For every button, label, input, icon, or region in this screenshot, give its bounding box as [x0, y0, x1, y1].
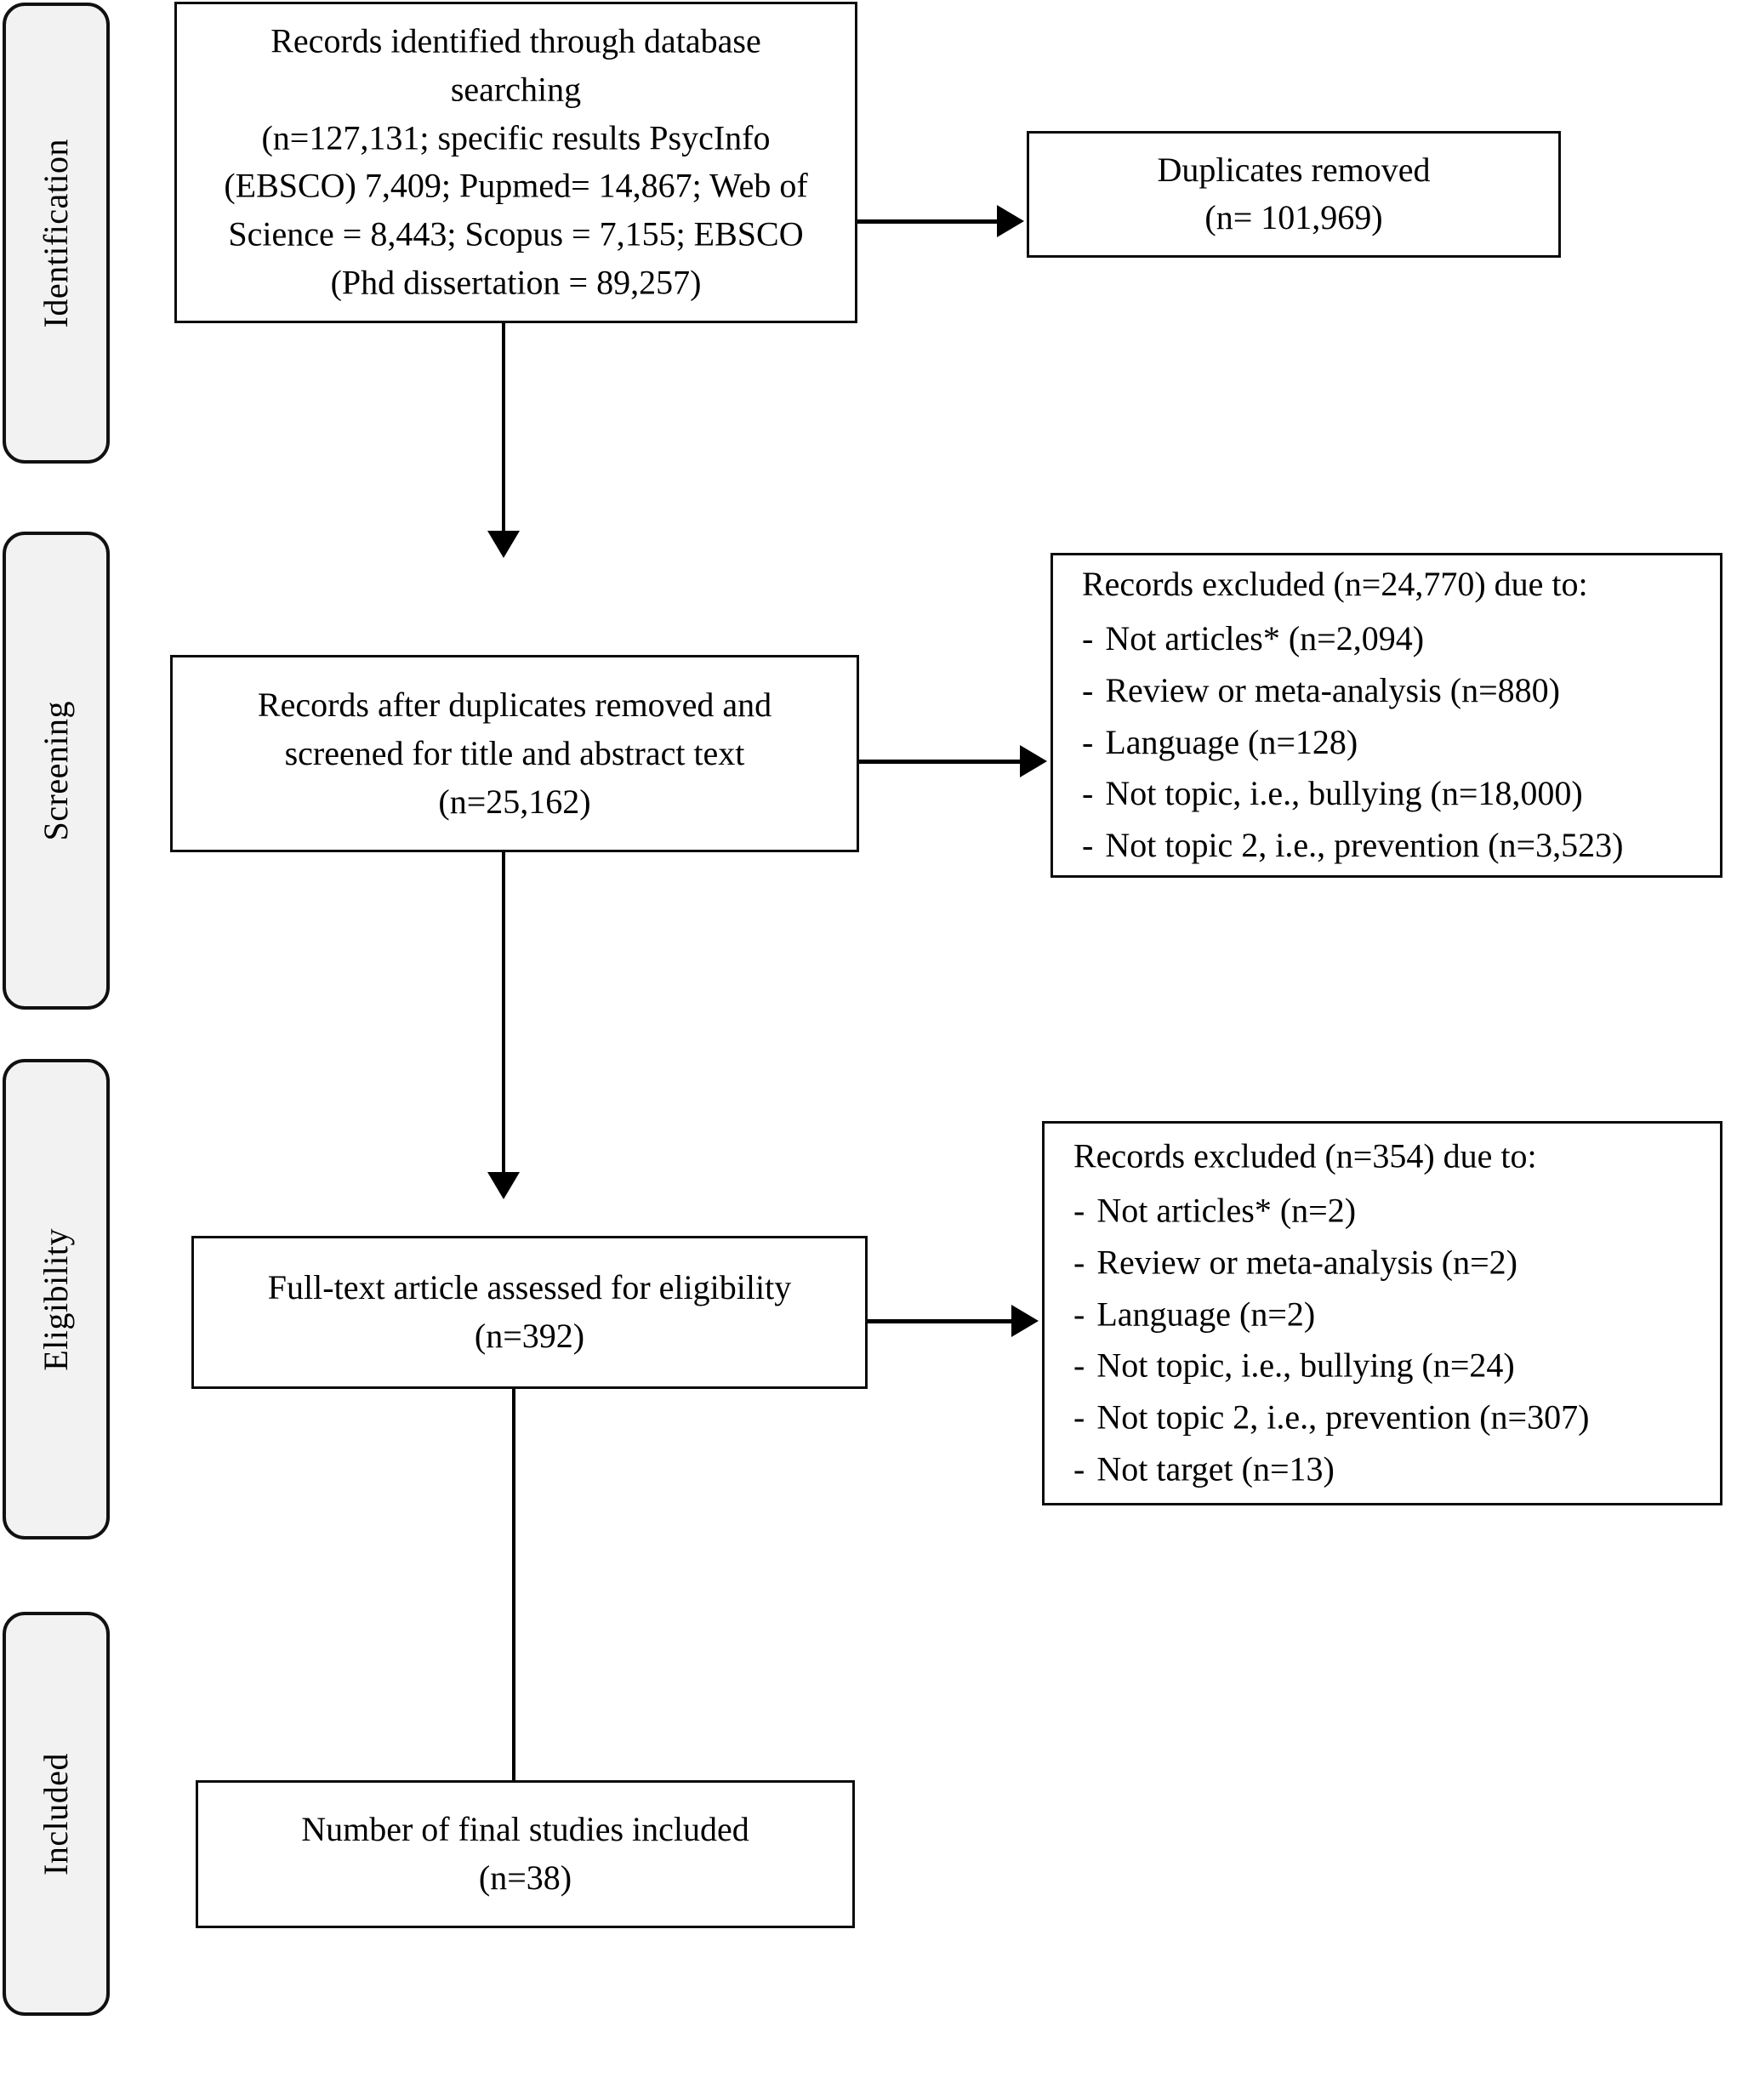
list-item-label: Language (n=2)	[1096, 1295, 1316, 1334]
list-item-label: Not articles* (n=2,094)	[1105, 619, 1425, 658]
stage-tab-identification[interactable]: Identification	[3, 3, 110, 464]
list-item-label: Not articles* (n=2)	[1096, 1191, 1357, 1230]
bullet-dash: -	[1082, 619, 1094, 658]
bullet-dash: -	[1073, 1449, 1085, 1488]
bullet-dash: -	[1082, 670, 1094, 709]
list-item-label: Not topic 2, i.e., prevention (n=3,523)	[1105, 826, 1624, 865]
connector-eligibility-to-excluded-arrowhead	[1011, 1305, 1039, 1337]
list-item: - Review or meta-analysis (n=2)	[1073, 1237, 1691, 1289]
box-records-identified-text: Records identified through database sear…	[224, 21, 808, 302]
list-item-label: Review or meta-analysis (n=880)	[1105, 670, 1560, 709]
connector-screening-to-excluded-line	[859, 760, 1022, 764]
connector-identified-to-screening-line	[502, 323, 505, 534]
connector-eligibility-to-included-line	[512, 1389, 515, 1784]
box-records-after-duplicates: Records after duplicates removed and scr…	[170, 655, 859, 852]
list-item: - Not target (n=13)	[1073, 1444, 1691, 1496]
list-item: - Not topic, i.e., bullying (n=18,000)	[1082, 768, 1691, 820]
list-item-label: Review or meta-analysis (n=2)	[1096, 1243, 1517, 1282]
bullet-dash: -	[1073, 1295, 1085, 1334]
bullet-dash: -	[1073, 1346, 1085, 1385]
stage-tab-identification-label: Identification	[37, 138, 75, 328]
list-item-label: Not topic, i.e., bullying (n=24)	[1096, 1346, 1515, 1385]
box-final-included-text: Number of final studies included (n=38)	[301, 1810, 749, 1897]
stage-tab-screening-label: Screening	[37, 700, 75, 841]
connector-screening-to-eligibility-arrowhead	[487, 1172, 520, 1199]
box-eligibility-exclusions: Records excluded (n=354) due to: - Not a…	[1042, 1121, 1722, 1505]
bullet-dash: -	[1073, 1397, 1085, 1437]
list-item: - Language (n=128)	[1082, 717, 1691, 769]
list-item: - Not topic 2, i.e., prevention (n=307)	[1073, 1392, 1691, 1444]
stage-tab-eligibility-label: Eligibility	[37, 1227, 75, 1371]
eligibility-exclusions-content: Records excluded (n=354) due to: - Not a…	[1045, 1131, 1720, 1496]
connector-screening-to-eligibility-line	[502, 852, 505, 1175]
stage-tab-eligibility[interactable]: Eligibility	[3, 1059, 110, 1539]
box-duplicates-removed: Duplicates removed (n= 101,969)	[1027, 131, 1561, 258]
bullet-dash: -	[1082, 774, 1094, 813]
screening-exclusions-list: - Not articles* (n=2,094) - Review or me…	[1082, 613, 1691, 872]
connector-screening-to-excluded-arrowhead	[1020, 745, 1047, 777]
screening-exclusions-content: Records excluded (n=24,770) due to: - No…	[1053, 559, 1720, 872]
box-records-identified: Records identified through database sear…	[174, 2, 857, 323]
box-fulltext-assessed: Full-text article assessed for eligibili…	[191, 1236, 868, 1389]
box-records-after-duplicates-text: Records after duplicates removed and scr…	[257, 685, 772, 821]
list-item: - Review or meta-analysis (n=880)	[1082, 665, 1691, 717]
list-item: - Not articles* (n=2,094)	[1082, 613, 1691, 665]
eligibility-exclusions-heading: Records excluded (n=354) due to:	[1073, 1136, 1537, 1175]
bullet-dash: -	[1082, 722, 1094, 761]
bullet-dash: -	[1073, 1191, 1085, 1230]
bullet-dash: -	[1082, 826, 1094, 865]
box-fulltext-assessed-text: Full-text article assessed for eligibili…	[267, 1268, 792, 1355]
box-final-included: Number of final studies included (n=38)	[196, 1780, 855, 1928]
box-duplicates-removed-text: Duplicates removed (n= 101,969)	[1157, 150, 1431, 237]
bullet-dash: -	[1073, 1243, 1085, 1282]
screening-exclusions-heading: Records excluded (n=24,770) due to:	[1082, 565, 1588, 604]
list-item: - Not topic 2, i.e., prevention (n=3,523…	[1082, 820, 1691, 872]
list-item-label: Not target (n=13)	[1096, 1449, 1335, 1488]
list-item: - Language (n=2)	[1073, 1289, 1691, 1340]
list-item-label: Not topic, i.e., bullying (n=18,000)	[1105, 774, 1583, 813]
connector-identified-to-duplicates-line	[857, 219, 999, 224]
connector-identified-to-duplicates-arrowhead	[997, 205, 1024, 237]
connector-identified-to-screening-arrowhead	[487, 531, 520, 558]
list-item-label: Language (n=128)	[1105, 722, 1358, 761]
stage-tab-screening[interactable]: Screening	[3, 532, 110, 1010]
box-screening-exclusions: Records excluded (n=24,770) due to: - No…	[1051, 553, 1722, 878]
list-item-label: Not topic 2, i.e., prevention (n=307)	[1096, 1397, 1590, 1437]
connector-eligibility-to-excluded-line	[868, 1319, 1014, 1323]
eligibility-exclusions-list: - Not articles* (n=2) - Review or meta-a…	[1073, 1186, 1691, 1496]
stage-tab-included-label: Included	[37, 1752, 75, 1875]
list-item: - Not articles* (n=2)	[1073, 1186, 1691, 1238]
list-item: - Not topic, i.e., bullying (n=24)	[1073, 1340, 1691, 1392]
stage-tab-included[interactable]: Included	[3, 1612, 110, 2016]
